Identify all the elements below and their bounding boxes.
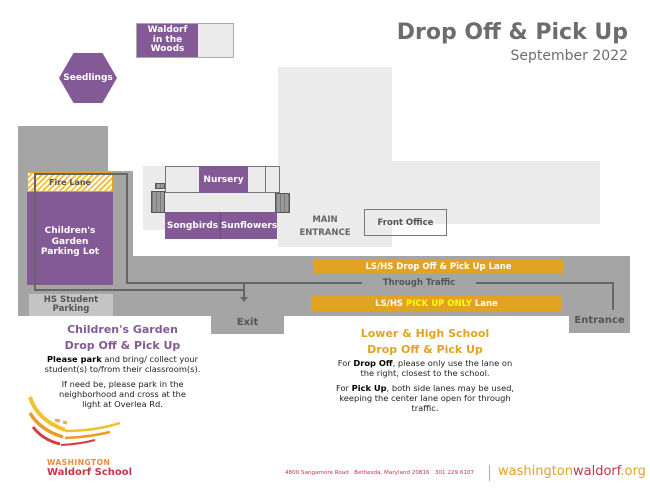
hs-student-line2: Parking	[52, 304, 90, 314]
lower-high-subheading: Drop Off & Pick Up	[367, 343, 483, 356]
hs-student-parking: HS Student Parking	[29, 294, 113, 316]
main-entrance-line1: MAIN	[312, 215, 338, 226]
path-line	[34, 173, 36, 290]
lower-high-p1: For Drop Off, please only use the lane o…	[325, 358, 525, 379]
site-part3: .org	[620, 464, 646, 479]
lower-high-info: Lower & High School Drop Off & Pick Up F…	[325, 327, 525, 414]
nursery-classroom: Nursery	[199, 166, 248, 193]
pickup-only-lane: LS/HS PICK UP ONLY Lane	[311, 296, 562, 311]
entrance-label: Entrance	[574, 314, 625, 326]
hs-student-line1: HS Student	[43, 294, 99, 305]
page-title: Drop Off & Pick Up	[396, 20, 628, 45]
lower-high-p2: For Pick Up, both side lanes may be used…	[325, 382, 525, 414]
p2-rest: , both side lanes may be used, keeping t…	[339, 382, 514, 413]
building-main-block	[278, 67, 392, 247]
school-logo-icon	[28, 396, 121, 446]
please-park-bold: Please park	[46, 354, 102, 364]
path-line	[476, 282, 613, 284]
building-east-wing	[392, 161, 600, 224]
pickup-lane-highlight: PICK UP ONLY	[406, 298, 472, 309]
site-part2: waldorf	[573, 464, 621, 479]
page-subtitle: September 2022	[510, 48, 628, 64]
main-entrance-line2: ENTRANCE	[299, 228, 351, 238]
main-entrance-label: MAIN ENTRANCE	[285, 212, 365, 242]
childrens-garden-heading: Children's Garden	[67, 323, 178, 336]
path-line	[34, 289, 244, 291]
songbirds-classroom: Songbirds	[165, 212, 220, 239]
logo-waldorf-school: Waldorf School	[47, 467, 133, 478]
footer-address: 4800 Sangamore Road Bethesda, Maryland 2…	[285, 470, 475, 476]
through-traffic-label: Through Traffic	[382, 278, 456, 288]
stairs-icon	[155, 183, 165, 189]
footer-divider	[489, 465, 490, 481]
childrens-garden-parking-label: Children's Garden Parking Lot	[40, 226, 100, 258]
sunflowers-classroom: Sunflowers	[220, 212, 277, 239]
childrens-garden-subheading: Drop Off & Pick Up	[64, 339, 181, 352]
pickup-lane-prefix: LS/HS	[375, 298, 407, 309]
p1-rest: , please only use the lane on the right,…	[360, 358, 513, 378]
path-line	[126, 173, 128, 283]
lower-high-heading: Lower & High School	[360, 327, 490, 340]
exit-arrow-icon	[240, 297, 248, 302]
childrens-garden-info: Children's Garden Drop Off & Pick Up Ple…	[30, 323, 215, 410]
front-office: Front Office	[364, 209, 447, 236]
childrens-garden-p1-text: and bring/ collect your student(s) to/fr…	[44, 354, 201, 374]
childrens-garden-p1: Please park and bring/ collect your stud…	[30, 354, 215, 375]
entrance-road	[569, 300, 630, 333]
pickup-lane-suffix: Lane	[471, 298, 498, 309]
stairs-icon	[151, 191, 165, 213]
waldorf-in-the-woods-label: Waldorf in the Woods	[137, 24, 198, 57]
site-part1: washington	[498, 464, 574, 479]
pick-up-bold: Pick Up	[351, 382, 387, 393]
p2-pre: For	[336, 382, 352, 393]
stairs-icon	[275, 193, 290, 213]
exit-label: Exit	[236, 316, 259, 328]
exit-road	[211, 310, 284, 334]
path-line	[243, 282, 245, 298]
childrens-garden-p2: If need be, please park in the neighborh…	[58, 378, 187, 409]
logo-washington: WASHINGTON	[47, 458, 111, 467]
path-line	[34, 173, 127, 175]
fire-lane: Fire Lane	[27, 172, 113, 192]
p1-pre: For	[337, 358, 354, 368]
waldorf-in-the-woods-building: Waldorf in the Woods	[136, 23, 234, 58]
seedlings-building: Seedlings	[59, 53, 117, 103]
path-line	[612, 282, 614, 310]
drop-off-bold: Drop Off	[353, 358, 393, 368]
footer-website-link[interactable]: washingtonwaldorf.org	[498, 464, 646, 479]
dropoff-pickup-lane: LS/HS Drop Off & Pick Up Lane	[313, 260, 564, 274]
nursery-row-divider	[265, 166, 266, 193]
